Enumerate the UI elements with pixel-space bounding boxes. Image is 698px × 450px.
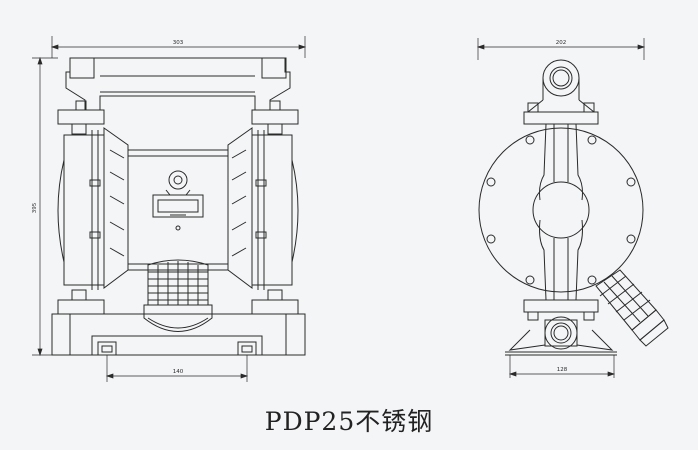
diagram-caption: PDP25不锈钢 — [264, 407, 434, 436]
front-height-label: 395 — [32, 202, 38, 213]
diaphragm-housing — [478, 123, 644, 301]
right-chamber — [227, 127, 299, 290]
centre-body — [127, 149, 229, 271]
front-view: 303 395 — [32, 36, 307, 382]
side-muffler — [595, 269, 669, 347]
dimension-front-height — [32, 56, 58, 357]
top-manifold — [57, 57, 299, 135]
side-width-label: 202 — [556, 40, 567, 46]
dimension-front-width — [50, 36, 307, 58]
dimension-side-base — [508, 355, 616, 378]
inlet-port — [505, 299, 617, 356]
left-chamber — [57, 127, 129, 290]
front-width-label: 303 — [173, 40, 184, 46]
side-base-label: 128 — [557, 367, 568, 373]
side-view: 202 — [476, 38, 669, 378]
dimension-front-base — [105, 355, 249, 382]
outlet-port — [523, 59, 599, 125]
muffler — [143, 259, 213, 332]
front-base-label: 140 — [173, 369, 184, 375]
dimension-side-width — [476, 38, 646, 60]
